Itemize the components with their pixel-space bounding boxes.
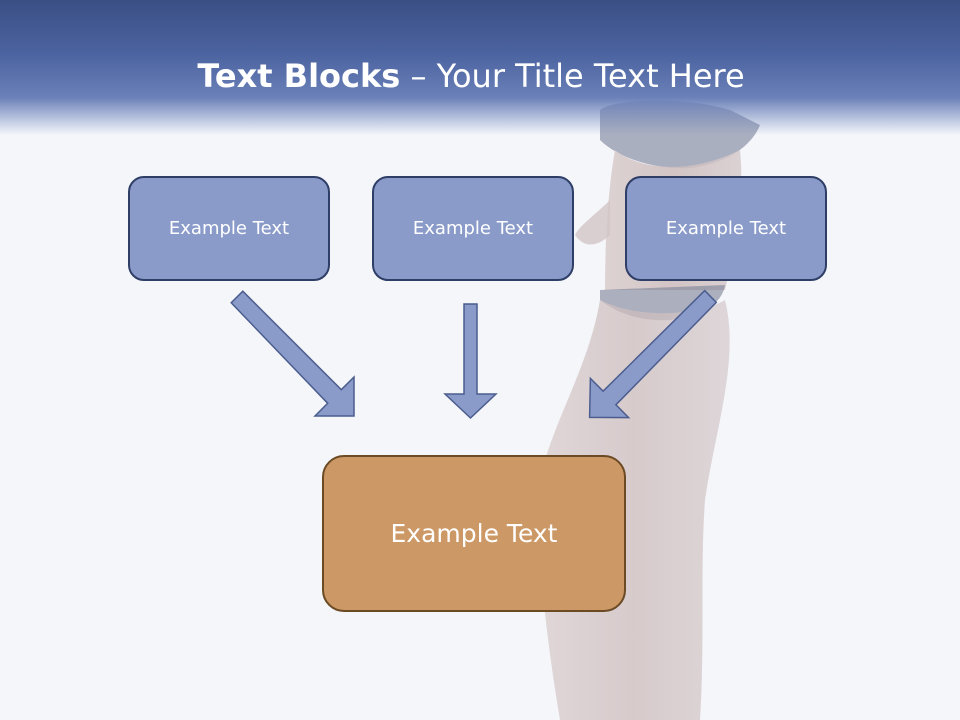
arrow-center [443,303,498,420]
arrow-left [230,290,355,417]
target-block-label: Example Text [390,519,558,548]
title-rest: – Your Title Text Here [410,57,745,95]
text-block-2-label: Example Text [412,218,534,239]
text-block-1-label: Example Text [168,218,290,239]
title-bold: Text Blocks [197,57,401,95]
target-block[interactable]: Example Text [322,455,626,612]
slide-title: Text Blocks – Your Title Text Here [0,54,942,98]
text-block-2[interactable]: Example Text [372,176,574,281]
text-block-3[interactable]: Example Text [625,176,827,281]
arrow-right [588,289,718,419]
text-block-3-label: Example Text [665,218,787,239]
title-banner [0,0,960,135]
text-block-1[interactable]: Example Text [128,176,330,281]
